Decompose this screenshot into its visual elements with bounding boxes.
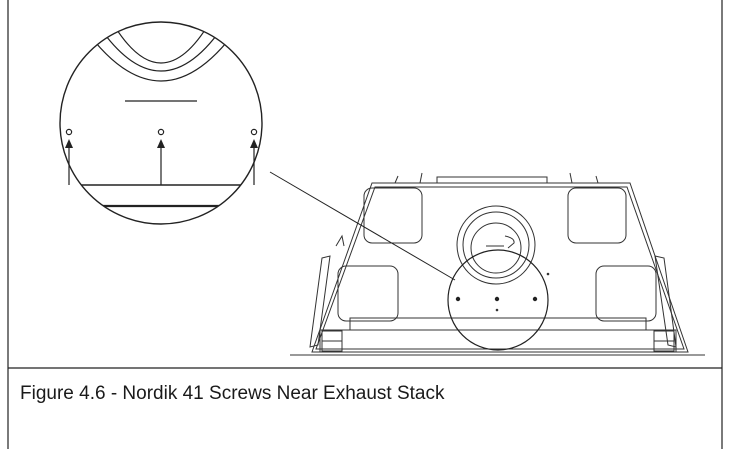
page-frame (7, 0, 723, 449)
detail-callout-magnified (59, 21, 263, 225)
figure-caption: Figure 4.6 - Nordik 41 Screws Near Exhau… (20, 383, 445, 404)
stove-top-view (290, 172, 705, 356)
detail-callout-small (447, 249, 549, 351)
leader-line (269, 171, 456, 281)
